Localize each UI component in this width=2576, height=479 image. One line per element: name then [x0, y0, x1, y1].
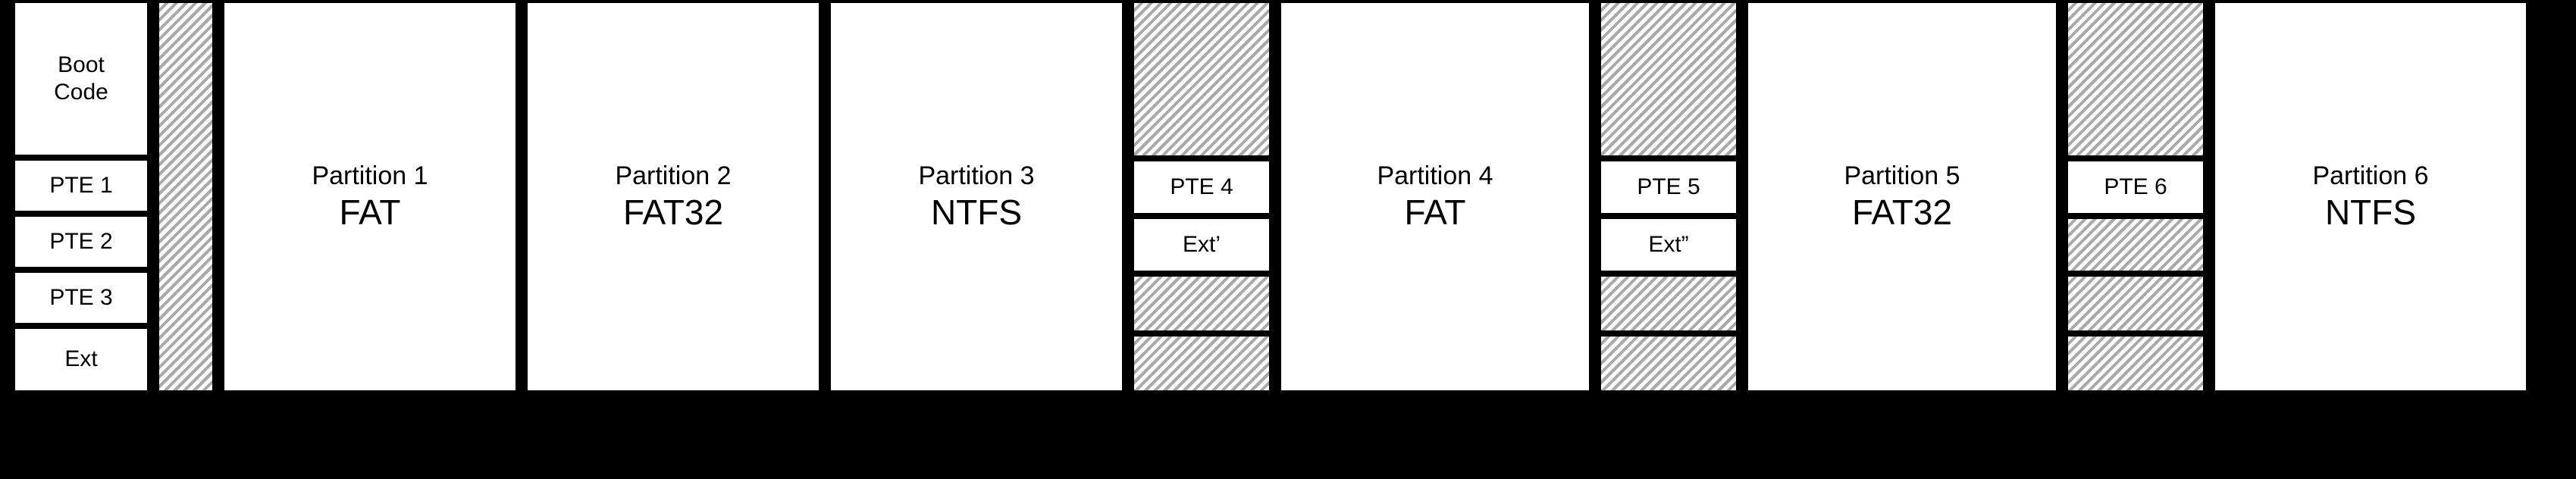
mbr-pte-1-label: PTE 1	[49, 172, 113, 198]
mbr-column: Boot Code PTE 1 PTE 2 PTE 3 Ext	[12, 0, 150, 393]
partition-5-cell: Partition 5 FAT32	[1745, 0, 2059, 393]
mbr-pte-3-cell: PTE 3	[12, 270, 150, 326]
partition-6-title: Partition 6	[2312, 161, 2429, 190]
ebr-2-pte-label: PTE 5	[1637, 174, 1700, 199]
partition-5-filesystem: FAT32	[1851, 193, 1953, 233]
partition-4-column: Partition 4 FAT	[1278, 0, 1592, 393]
ebr-1-hatched-top-cell	[1131, 0, 1272, 158]
partition-3-title: Partition 3	[918, 161, 1035, 190]
partition-1-filesystem: FAT	[339, 193, 401, 233]
partition-2-column: Partition 2 FAT32	[525, 0, 822, 393]
partition-5-column: Partition 5 FAT32	[1745, 0, 2059, 393]
ebr-2-column: PTE 5 Ext”	[1598, 0, 1739, 393]
boot-code-line-2: Code	[54, 80, 108, 105]
partition-1-title: Partition 1	[312, 161, 428, 190]
disk-layout-strip: Boot Code PTE 1 PTE 2 PTE 3 Ext	[12, 0, 2529, 393]
ebr-3-hatched-bottom-cell-2	[2065, 274, 2206, 333]
ebr-3-column: PTE 6	[2065, 0, 2206, 393]
ebr-3-pte-cell: PTE 6	[2065, 158, 2206, 216]
partition-3-cell: Partition 3 NTFS	[828, 0, 1125, 393]
mbr-ext-label: Ext	[64, 346, 98, 372]
partition-4-cell: Partition 4 FAT	[1278, 0, 1592, 393]
mbr-pte-1-cell: PTE 1	[12, 158, 150, 214]
ebr-1-ext-cell: Ext’	[1131, 216, 1272, 274]
ebr-3-hatched-bottom-cell-3	[2065, 333, 2206, 393]
ebr-2-pte-cell: PTE 5	[1598, 158, 1739, 216]
mbr-pte-2-cell: PTE 2	[12, 214, 150, 270]
partition-1-column: Partition 1 FAT	[221, 0, 519, 393]
unallocated-hatched-gap-column	[156, 0, 215, 393]
ebr-3-hatched-bottom-cell-1	[2065, 216, 2206, 274]
ebr-1-hatched-bottom-cell-1	[1131, 274, 1272, 333]
partition-2-filesystem: FAT32	[622, 193, 724, 233]
partition-2-title: Partition 2	[615, 161, 732, 190]
ebr-3-pte-label: PTE 6	[2104, 174, 2167, 199]
ebr-2-hatched-bottom-cell-2	[1598, 333, 1739, 393]
boot-code-line-1: Boot	[58, 52, 105, 77]
ebr-1-pte-label: PTE 4	[1170, 174, 1233, 199]
ebr-3-hatched-top-cell	[2065, 0, 2206, 158]
mbr-pte-3-label: PTE 3	[49, 284, 113, 310]
mbr-pte-2-label: PTE 2	[49, 228, 113, 254]
ebr-2-ext-label: Ext”	[1648, 231, 1689, 257]
ebr-1-pte-cell: PTE 4	[1131, 158, 1272, 216]
ebr-1-ext-label: Ext’	[1182, 231, 1221, 257]
ebr-1-hatched-bottom-cell-2	[1131, 333, 1272, 393]
ebr-1-column: PTE 4 Ext’	[1131, 0, 1272, 393]
boot-code-cell: Boot Code	[12, 0, 150, 158]
partition-3-filesystem: NTFS	[930, 193, 1023, 233]
partition-5-title: Partition 5	[1844, 161, 1960, 190]
partition-1-cell: Partition 1 FAT	[221, 0, 519, 393]
mbr-ext-cell: Ext	[12, 326, 150, 393]
partition-2-cell: Partition 2 FAT32	[525, 0, 822, 393]
partition-6-filesystem: NTFS	[2324, 193, 2417, 233]
partition-3-column: Partition 3 NTFS	[828, 0, 1125, 393]
partition-4-filesystem: FAT	[1404, 193, 1466, 233]
ebr-2-hatched-bottom-cell-1	[1598, 274, 1739, 333]
partition-6-column: Partition 6 NTFS	[2212, 0, 2529, 393]
unallocated-hatched-gap-cell	[156, 0, 215, 393]
ebr-2-ext-cell: Ext”	[1598, 216, 1739, 274]
ebr-2-hatched-top-cell	[1598, 0, 1739, 158]
partition-6-cell: Partition 6 NTFS	[2212, 0, 2529, 393]
partition-4-title: Partition 4	[1377, 161, 1493, 190]
